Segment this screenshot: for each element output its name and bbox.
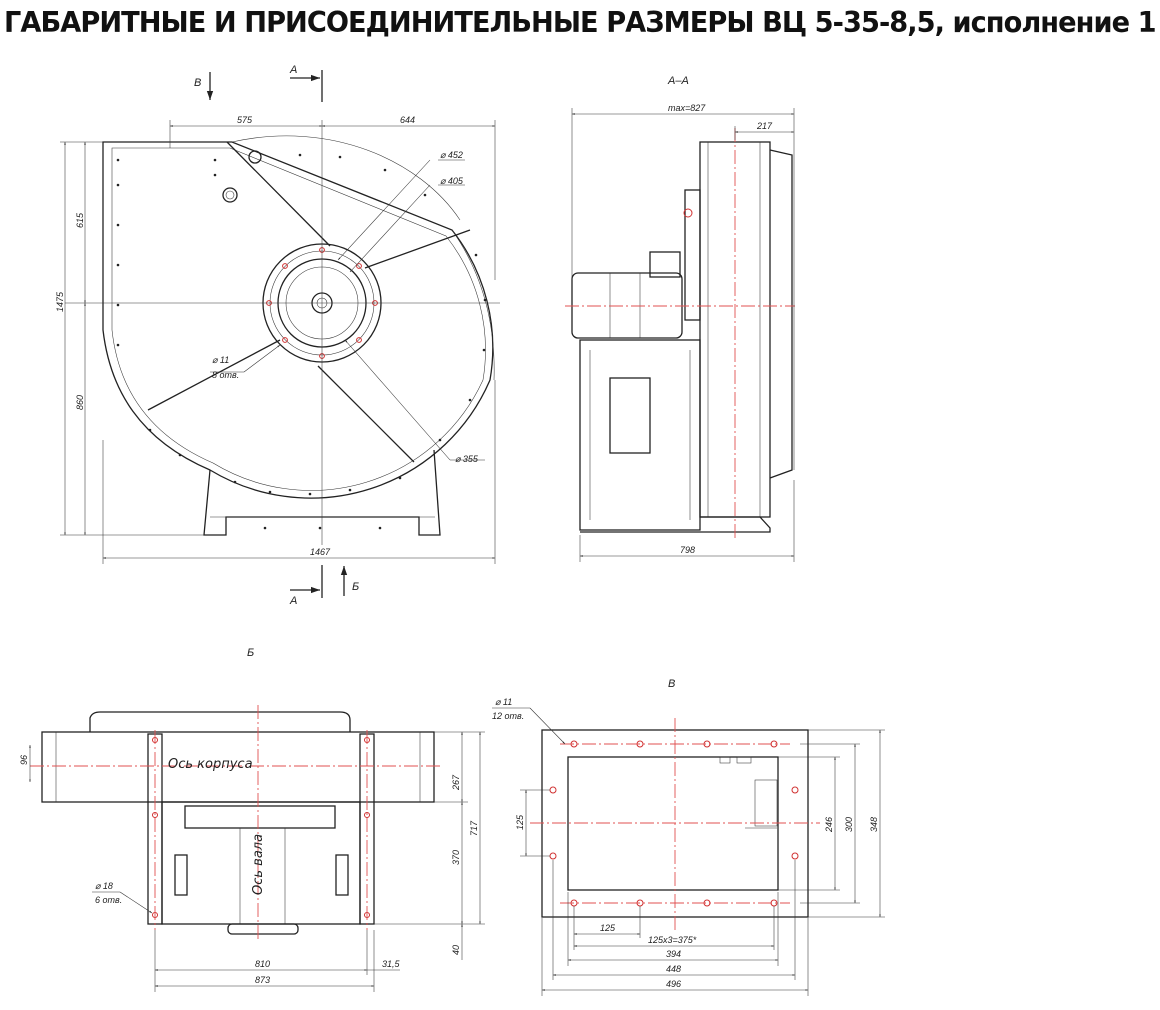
view-v: В ⌀ 11 12 отв. 125 246 — [492, 678, 885, 996]
view-b: Б Ось корпуса Ось вала 96 267 370 — [19, 647, 485, 992]
hole-count: 8 отв. — [212, 370, 239, 380]
hole-b-diameter: ⌀ 18 — [95, 881, 113, 891]
dim-d405: ⌀ 405 — [440, 176, 464, 186]
dim-267: 267 — [451, 774, 461, 791]
flange-side — [684, 189, 701, 321]
dim-375: 125x3=375* — [648, 935, 697, 945]
dim-394: 394 — [666, 949, 681, 959]
dim-873: 873 — [255, 975, 270, 985]
dim-370: 370 — [451, 850, 461, 865]
section-label-top: А — [289, 64, 297, 76]
view-label-b-arrow: Б — [352, 581, 359, 593]
front-view: ⌀ 452 ⌀ 405 ⌀ 355 ⌀ 11 8 отв. 575 644 14… — [55, 64, 500, 607]
dim-31-5: 31,5 — [382, 959, 401, 969]
dim-717: 717 — [469, 820, 479, 836]
dim-max827: max=827 — [668, 103, 706, 113]
dim-246: 246 — [824, 817, 834, 833]
dim-860: 860 — [75, 395, 85, 410]
dim-496: 496 — [666, 979, 681, 989]
section-view-a-a: А–А max=827 217 798 — [565, 75, 795, 562]
dim-1467: 1467 — [310, 547, 331, 557]
motor-top — [89, 711, 351, 732]
stiffener-line — [147, 339, 281, 411]
outlet-opening — [567, 756, 779, 891]
inspection-hole — [248, 150, 262, 164]
view-b-title: Б — [247, 647, 254, 659]
dim-575: 575 — [237, 115, 253, 125]
dim-d452: ⌀ 452 — [440, 150, 463, 160]
frame-window — [609, 377, 651, 454]
dim-125-v: 125 — [515, 814, 525, 830]
axis-body-label: Ось корпуса — [168, 757, 253, 772]
stiffener-line — [226, 141, 331, 247]
section-title: А–А — [667, 75, 689, 87]
flange-holes-v — [549, 740, 799, 907]
dim-125-h: 125 — [600, 923, 616, 933]
dim-615: 615 — [75, 212, 85, 228]
hole-b-count: 6 отв. — [95, 895, 122, 905]
dim-448: 448 — [666, 964, 681, 974]
dim-217: 217 — [756, 121, 773, 131]
stiffener-line — [317, 365, 415, 463]
terminal-box — [649, 251, 681, 278]
perimeter-bolts — [116, 153, 487, 530]
section-label-bottom: А — [289, 595, 297, 607]
stiffener-line — [364, 229, 471, 269]
axis-shaft-label: Ось вала — [251, 834, 266, 895]
dim-300: 300 — [844, 817, 854, 832]
dim-810: 810 — [255, 959, 270, 969]
dim-96: 96 — [19, 755, 29, 765]
hole-v-diameter: ⌀ 11 — [495, 697, 512, 707]
volute-scroll — [231, 135, 495, 381]
motor-body — [571, 272, 683, 339]
dim-40: 40 — [451, 945, 461, 955]
dim-d355: ⌀ 355 — [455, 454, 479, 464]
dim-1475: 1475 — [55, 291, 65, 312]
hole-diameter: ⌀ 11 — [212, 355, 229, 365]
dim-348: 348 — [869, 817, 879, 832]
dim-798: 798 — [680, 545, 695, 555]
hole-v-count: 12 отв. — [492, 711, 524, 721]
view-label-v: В — [194, 77, 201, 89]
view-v-title: В — [668, 678, 675, 690]
drain-hole — [222, 187, 238, 203]
page-title: ГАБАРИТНЫЕ И ПРИСОЕДИНИТЕЛЬНЫЕ РАЗМЕРЫ В… — [4, 6, 1157, 39]
dim-644: 644 — [400, 115, 415, 125]
base-frame — [579, 339, 701, 531]
